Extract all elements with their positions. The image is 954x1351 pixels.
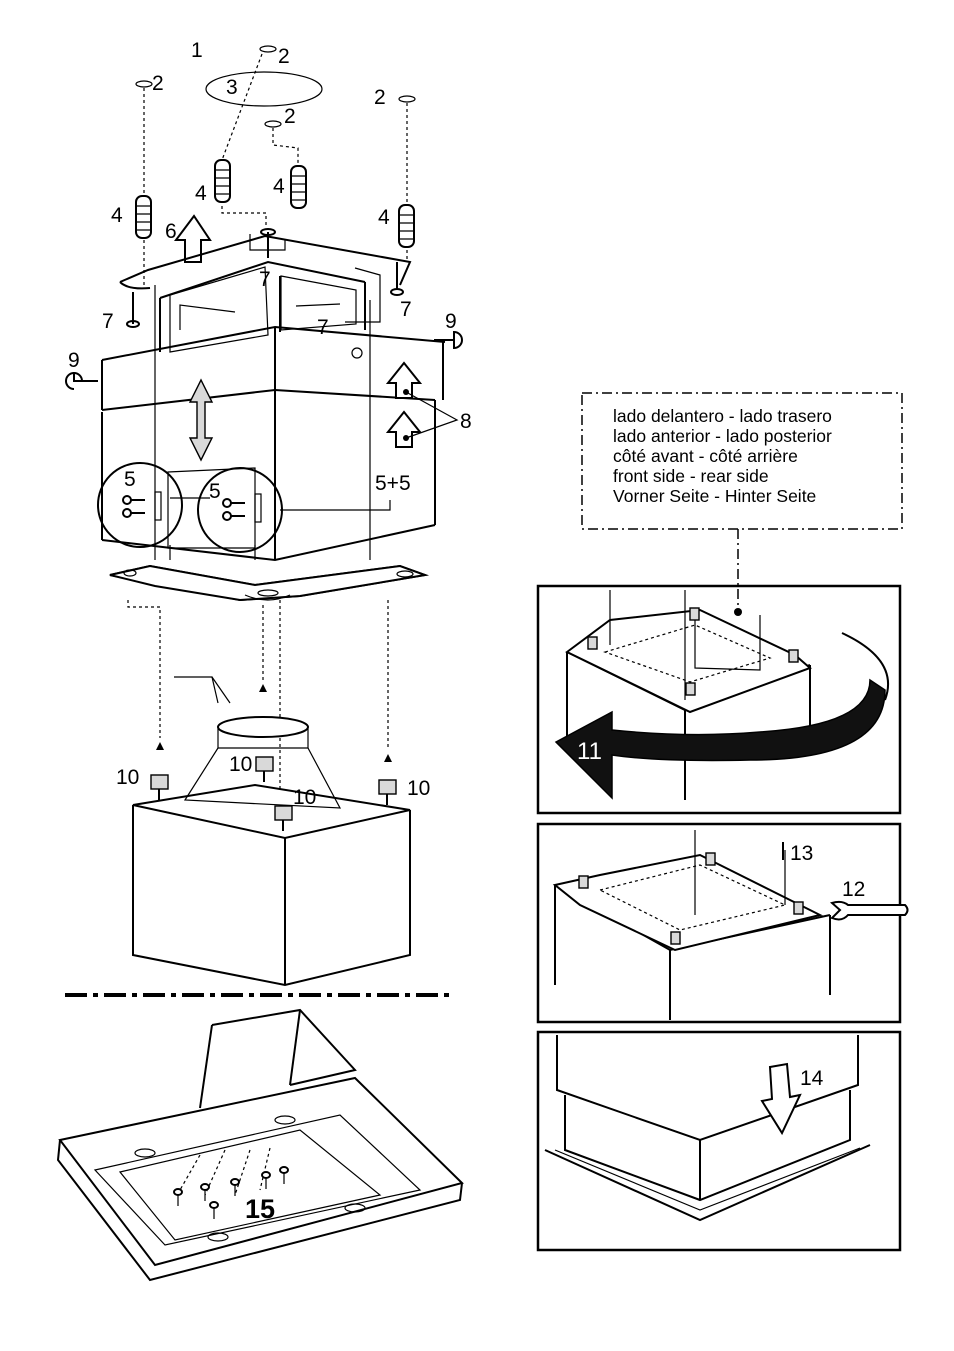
up-down-arrow-icon [188, 378, 214, 462]
panel-tighten [536, 822, 909, 1024]
callout-9: 9 [445, 310, 457, 333]
callout-4: 4 [378, 206, 390, 229]
ceiling-hole [398, 95, 416, 103]
legend-line: côté avant - côté arrière [613, 446, 798, 466]
callout-5-plus-5: 5+5 [375, 472, 411, 495]
bolt-icon [255, 756, 274, 782]
callout-11: 11 [577, 738, 602, 765]
legend-box [581, 392, 903, 530]
callout-10: 10 [407, 777, 430, 800]
panel-rotate [536, 584, 902, 815]
callout-2: 2 [374, 86, 386, 109]
callout-3: 3 [226, 76, 238, 99]
callout-6: 6 [165, 220, 177, 243]
callout-7: 7 [102, 310, 114, 333]
callout-15: 15 [245, 1194, 275, 1224]
legend: lado delantero - lado trasero lado anter… [581, 392, 903, 616]
callout-9: 9 [68, 349, 80, 372]
wrench-icon [829, 900, 909, 921]
ceiling-hole [259, 45, 277, 53]
wall-plug-icon [135, 195, 152, 239]
up-arrow-icon [174, 214, 212, 263]
panel-lower-cover [536, 1030, 902, 1252]
screw-icon [65, 371, 98, 390]
callout-10: 10 [293, 786, 316, 809]
callout-1: 1 [191, 39, 203, 62]
ceiling-template-ellipse [205, 71, 323, 107]
hood-base-box [127, 600, 411, 987]
bolt-icon [150, 774, 169, 800]
screw-icon [173, 1166, 289, 1219]
rotation-arrow-icon [554, 678, 886, 800]
legend-line: front side - rear side [613, 466, 769, 486]
bolt-icon [578, 852, 804, 945]
callout-2: 2 [284, 105, 296, 128]
callout-14: 14 [800, 1067, 824, 1090]
detail-circle [97, 462, 183, 548]
callout-2: 2 [152, 72, 164, 95]
bolt-icon [274, 805, 293, 831]
ceiling-hole [264, 120, 282, 128]
wall-plug-icon [290, 165, 307, 209]
legend-line: lado delantero - lado trasero [613, 406, 832, 426]
screw-icon [390, 262, 404, 296]
hood-body [56, 1008, 464, 1282]
screw-icon [260, 228, 276, 258]
ceiling-fixing-assembly [65, 45, 463, 602]
legend-line: Vorner Seite - Hinter Seite [613, 486, 816, 506]
callout-4: 4 [273, 175, 285, 198]
bolt-icon [587, 607, 799, 696]
screw-icon [126, 292, 140, 328]
callout-2: 2 [278, 45, 290, 68]
callout-4: 4 [111, 204, 123, 227]
callout-10: 10 [116, 766, 139, 789]
screw-icon [434, 330, 463, 350]
callout-labels: 1 2 2 2 2 3 4 4 4 4 6 7 7 7 7 9 9 8 5 5 … [68, 39, 865, 1224]
callout-8: 8 [460, 410, 472, 433]
callout-5: 5 [209, 480, 221, 503]
legend-line: lado anterior - lado posterior [613, 426, 832, 446]
wall-plug-icon [214, 159, 231, 203]
screw-icon [122, 495, 145, 518]
callout-7: 7 [317, 316, 329, 339]
callout-13: 13 [790, 842, 813, 865]
bolt-icon [378, 779, 397, 805]
down-arrow-icon [760, 1062, 802, 1136]
up-arrow-icon [385, 410, 423, 448]
callout-4: 4 [195, 182, 207, 205]
callout-5: 5 [124, 468, 136, 491]
callout-10: 10 [229, 753, 252, 776]
wall-plug-icon [398, 204, 415, 248]
callout-7: 7 [259, 268, 271, 291]
callout-12: 12 [842, 878, 865, 901]
screw-icon [222, 498, 245, 521]
ceiling-hole [135, 80, 153, 88]
callout-7: 7 [400, 298, 412, 321]
